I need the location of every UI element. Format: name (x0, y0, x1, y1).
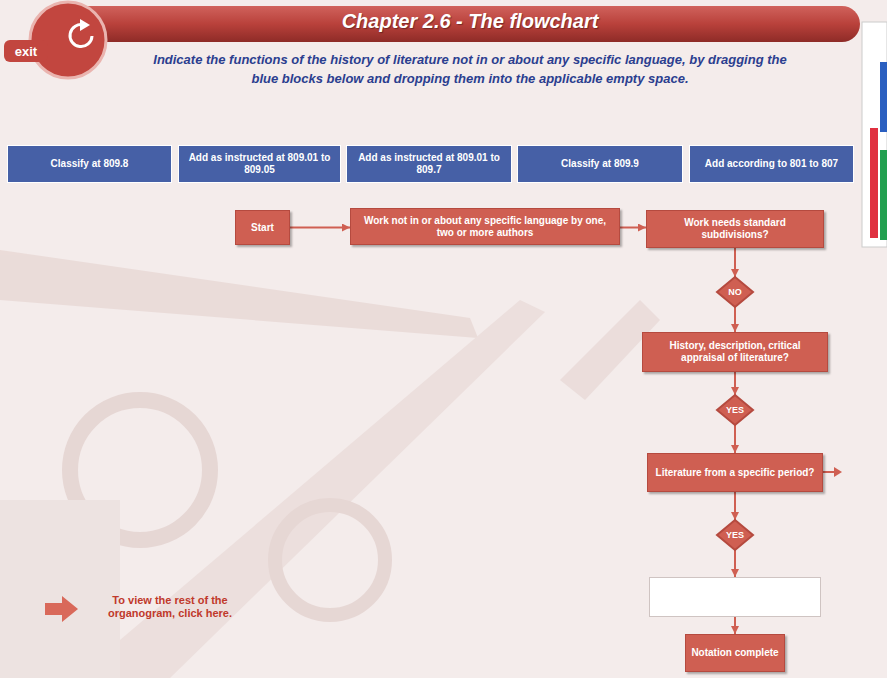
flow-arrow (734, 248, 736, 277)
instruction-text: Indicate the functions of the history of… (150, 50, 790, 88)
flow-arrow (734, 425, 736, 453)
node-text: Classify at 809.9 (561, 158, 639, 170)
navigation-link-text: To view the rest of the organogram, clic… (95, 594, 245, 620)
node-text: Work needs standard subdivisions? (652, 217, 818, 241)
flow-arrow (290, 227, 350, 229)
node-text-group: History, description, critical appraisal… (648, 340, 822, 364)
node-text-group: Literature from a specific period? (656, 467, 815, 479)
side-panel (862, 22, 887, 247)
node-text-group: YES (726, 405, 744, 415)
node-text: Work not in or about any specific langua… (356, 215, 614, 239)
node-text: Add according to 801 to 807 (705, 158, 838, 170)
draggable-block: Add as instructed at 809.01 to 809.7 (346, 145, 512, 183)
node-text: Literature from a specific period? (656, 467, 815, 479)
faint-scissors-illustration (0, 250, 660, 678)
flow-arrow (734, 617, 736, 634)
node-text-group: Add according to 801 to 807 (705, 158, 838, 170)
node-text-group: Add as instructed at 809.01 to 809.05 (183, 152, 336, 176)
node-text: History, description, critical appraisal… (648, 340, 822, 364)
flow-arrow (734, 307, 736, 332)
title-banner (60, 6, 860, 42)
diamond-outline (717, 395, 753, 425)
flow-arrow (734, 550, 736, 577)
node-text: Notation complete (691, 647, 778, 659)
node-text: YES (726, 530, 744, 540)
node-text: Start (251, 222, 274, 234)
decision-diamond: YES (717, 395, 753, 425)
node-text: Add as instructed at 809.01 to 809.7 (351, 152, 507, 176)
draggable-block: Classify at 809.8 (7, 145, 172, 183)
decision-diamond: YES (717, 520, 753, 550)
flow-arrow (734, 492, 736, 520)
node-text-group: Start (251, 222, 274, 234)
node-text: exit (15, 44, 37, 59)
node-text-group: Add as instructed at 809.01 to 809.7 (351, 152, 507, 176)
open-branch-arrowhead (834, 467, 842, 477)
node-text-group: Work not in or about any specific langua… (356, 215, 614, 239)
node-text-group: Work needs standard subdivisions? (652, 217, 818, 241)
process-box: Start (235, 210, 290, 245)
drop-target-box (649, 577, 821, 617)
flow-arrow (734, 372, 736, 395)
node-text: YES (726, 405, 744, 415)
process-box: Work not in or about any specific langua… (350, 208, 620, 245)
node-text-group: exit (15, 44, 37, 59)
flow-arrow (620, 227, 646, 229)
decision-diamond: NO (717, 277, 753, 307)
draggable-block: Classify at 809.9 (517, 145, 683, 183)
link-arrow (45, 596, 78, 622)
reload-icon-head (80, 19, 90, 31)
process-box: Literature from a specific period? (647, 453, 823, 492)
process-box: Notation complete (685, 634, 785, 672)
node-text-group: NO (728, 287, 742, 297)
diamond-outline (717, 277, 753, 307)
draggable-block: Add as instructed at 809.01 to 809.05 (178, 145, 341, 183)
node-text: NO (728, 287, 742, 297)
process-box: History, description, critical appraisal… (642, 332, 828, 372)
node-text: Add as instructed at 809.01 to 809.05 (183, 152, 336, 176)
process-box: Work needs standard subdivisions? (646, 210, 824, 248)
open-branch-arrow (822, 471, 834, 473)
exit-button: exit (4, 40, 48, 62)
node-text-group: Classify at 809.8 (51, 158, 129, 170)
chapter-title: Chapter 2.6 - The flowchart (180, 10, 760, 33)
node-text-group: YES (726, 530, 744, 540)
node-text: Classify at 809.8 (51, 158, 129, 170)
draggable-block: Add according to 801 to 807 (689, 145, 854, 183)
node-text-group: Notation complete (691, 647, 778, 659)
diamond-outline (717, 520, 753, 550)
node-text-group: Classify at 809.9 (561, 158, 639, 170)
